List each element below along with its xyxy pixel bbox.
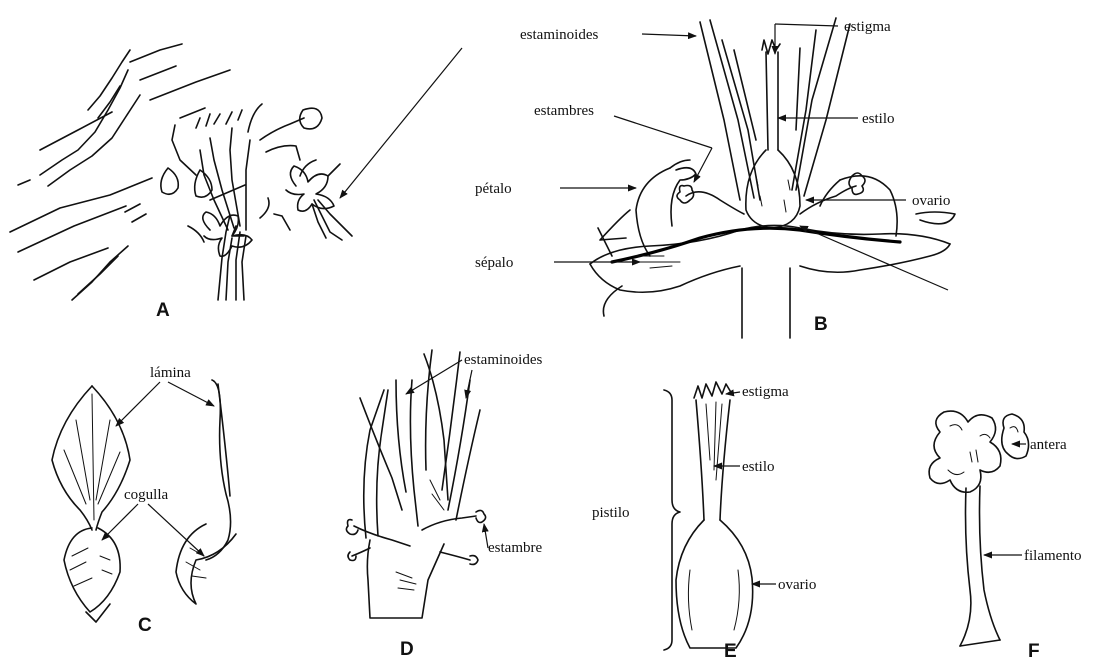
label-sepalo-b: sépalo [475,255,513,271]
panel-label-f: F [1028,641,1040,662]
panel-b-drawing [554,18,955,338]
label-estigma-e: estigma [742,384,789,400]
panel-f-drawing [929,411,1028,646]
label-estambres-b: estambres [534,103,594,119]
label-ovario-b: ovario [912,193,950,209]
panel-label-a: A [156,300,170,321]
label-estambre-d: estambre [488,540,542,556]
label-filamento-f: filamento [1024,548,1081,564]
label-estaminoides-b: estaminoides [520,27,598,43]
panel-label-b: B [814,314,828,335]
panel-label-c: C [138,615,152,636]
label-petalo-b: pétalo [475,181,512,197]
label-pistilo-e: pistilo [592,505,630,521]
label-cogulla-c: cogulla [124,487,168,503]
label-lamina-c: lámina [150,365,191,381]
label-ovario-e: ovario [778,577,816,593]
panel-e-drawing [664,382,776,650]
panel-d-drawing [346,350,488,618]
label-antera-f: antera [1030,437,1067,453]
panel-a-drawing [10,44,462,300]
panel-label-d: D [400,639,414,660]
panel-label-e: E [724,641,737,662]
label-estaminoides-d: estaminoides [464,352,542,368]
label-estilo-b: estilo [862,111,895,127]
label-estigma-b: estigma [844,19,891,35]
label-estilo-e: estilo [742,459,775,475]
